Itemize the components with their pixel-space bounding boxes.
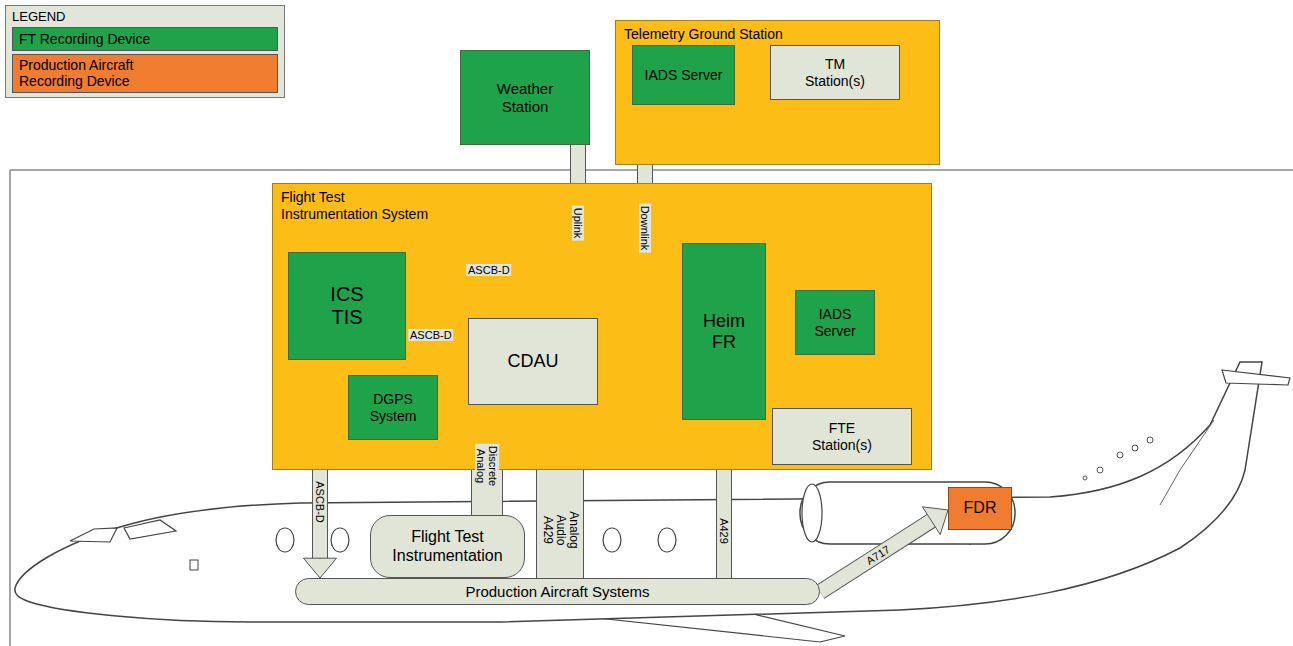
production-recording-device: FDR [948, 487, 1012, 530]
door-handle [190, 560, 198, 570]
ft-recording-device: IADS Server [632, 45, 735, 105]
tail-panel-line [1160, 420, 1214, 505]
node-label: FTE Station(s) [802, 420, 882, 452]
node-label: TM Station(s) [795, 56, 875, 88]
group-title: Flight Test Instrumentation System [281, 189, 441, 223]
legend-text: Production Aircraft Recording Device [19, 57, 169, 89]
ft-recording-device: ICS TIS [288, 252, 406, 360]
node-label: Production Aircraft Systems [465, 583, 649, 600]
signal-label: Discrete Analog [475, 444, 499, 488]
connector-outline [820, 520, 932, 592]
node-label: Flight Test Instrumentation [378, 528, 518, 565]
instrumentation-pill: Flight Test Instrumentation [370, 515, 525, 578]
signal-label: A717 [862, 542, 894, 568]
node-label: CDAU [507, 351, 558, 372]
signal-label: Uplink [572, 206, 584, 241]
signal-label: ASCB-D [408, 329, 454, 341]
node-label: DGPS System [353, 391, 433, 423]
signal-label: Downlink [639, 203, 651, 252]
aircraft-systems-pill: Production Aircraft Systems [295, 578, 820, 605]
signal-label: Analog Audio A429 [540, 509, 580, 550]
group-title: Telemetry Ground Station [624, 26, 783, 43]
legend-text: FT Recording Device [19, 31, 150, 47]
station-box: FTE Station(s) [772, 408, 912, 465]
node-label: IADS Server [645, 67, 723, 83]
node-label: IADS Server [800, 306, 870, 338]
divider-line [9, 170, 11, 646]
node-label: Heim FR [699, 311, 749, 352]
arrow-head [304, 558, 337, 578]
legend-swatch: FT Recording Device [12, 27, 278, 51]
arrow-head [922, 507, 948, 535]
cockpit-window [124, 520, 176, 539]
ft-recording-device: Heim FR [682, 243, 766, 420]
signal-label: ASCB-D [314, 479, 326, 525]
connector [820, 520, 932, 592]
acquisition-unit: CDAU [468, 318, 598, 405]
signal-label: A429 [718, 516, 730, 546]
ft-recording-device: Weather Station [460, 50, 590, 145]
station-box: TM Station(s) [770, 45, 900, 100]
legend-swatch: Production Aircraft Recording Device [12, 54, 278, 93]
signal-label: ASCB-D [466, 264, 512, 276]
cockpit-window [70, 528, 117, 542]
rivets [1083, 437, 1153, 480]
instrumentation-group: Flight Test Instrumentation SystemICS TI… [272, 183, 932, 470]
node-label: FDR [964, 499, 997, 517]
engine-inlet [802, 484, 822, 542]
ft-recording-device: DGPS System [348, 375, 438, 440]
ground-station-group: Telemetry Ground StationIADS Server TM St… [615, 20, 940, 165]
legend-title: LEGEND [12, 9, 65, 24]
connector-outline [536, 458, 584, 578]
node-label: ICS TIS [322, 283, 372, 329]
stabilizer [1222, 370, 1290, 385]
node-label: Weather Station [480, 80, 570, 115]
ft-recording-device: IADS Server [795, 290, 875, 355]
connector [537, 458, 583, 578]
legend-box: LEGEND FT Recording DeviceProduction Airc… [5, 5, 285, 98]
